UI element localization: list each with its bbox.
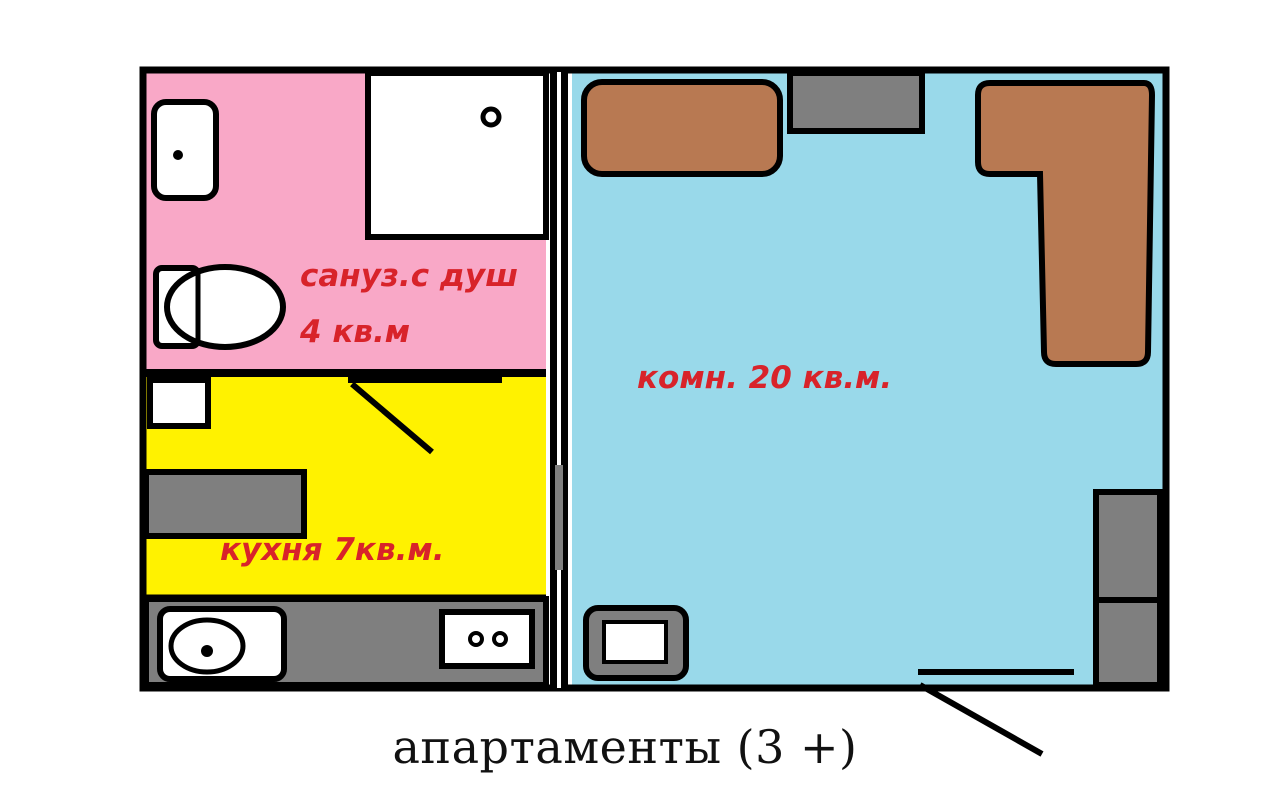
shower-tray xyxy=(365,70,549,240)
wardrobe-lower xyxy=(1093,597,1163,688)
wardrobe-upper xyxy=(1093,489,1163,603)
bathroom-door xyxy=(350,381,434,455)
burner-icon xyxy=(492,631,508,647)
bathroom-sink-icon xyxy=(151,99,219,201)
dining-table xyxy=(143,469,307,539)
corner-sofa xyxy=(975,80,1156,367)
sink-drain-icon xyxy=(173,150,183,160)
shower-drain-icon xyxy=(480,106,502,128)
bathroom-area-label: 4 кв.м xyxy=(299,314,410,350)
toilet-bowl-icon xyxy=(164,264,286,350)
kitchen-cabinet xyxy=(147,377,211,429)
outer-wall xyxy=(139,66,1170,692)
tv-stand xyxy=(787,70,925,134)
sink-drain-icon xyxy=(201,645,213,657)
sofa-left xyxy=(581,79,783,177)
bathroom-label: сануз.с душ xyxy=(300,258,518,294)
stove-icon xyxy=(439,609,535,669)
kitchen-label: кухня 7кв.м. xyxy=(220,532,444,568)
living-room-label: комн. 20 кв.м. xyxy=(637,360,892,396)
plan-caption: апартаменты (3 +) xyxy=(392,720,858,774)
burner-icon xyxy=(468,631,484,647)
